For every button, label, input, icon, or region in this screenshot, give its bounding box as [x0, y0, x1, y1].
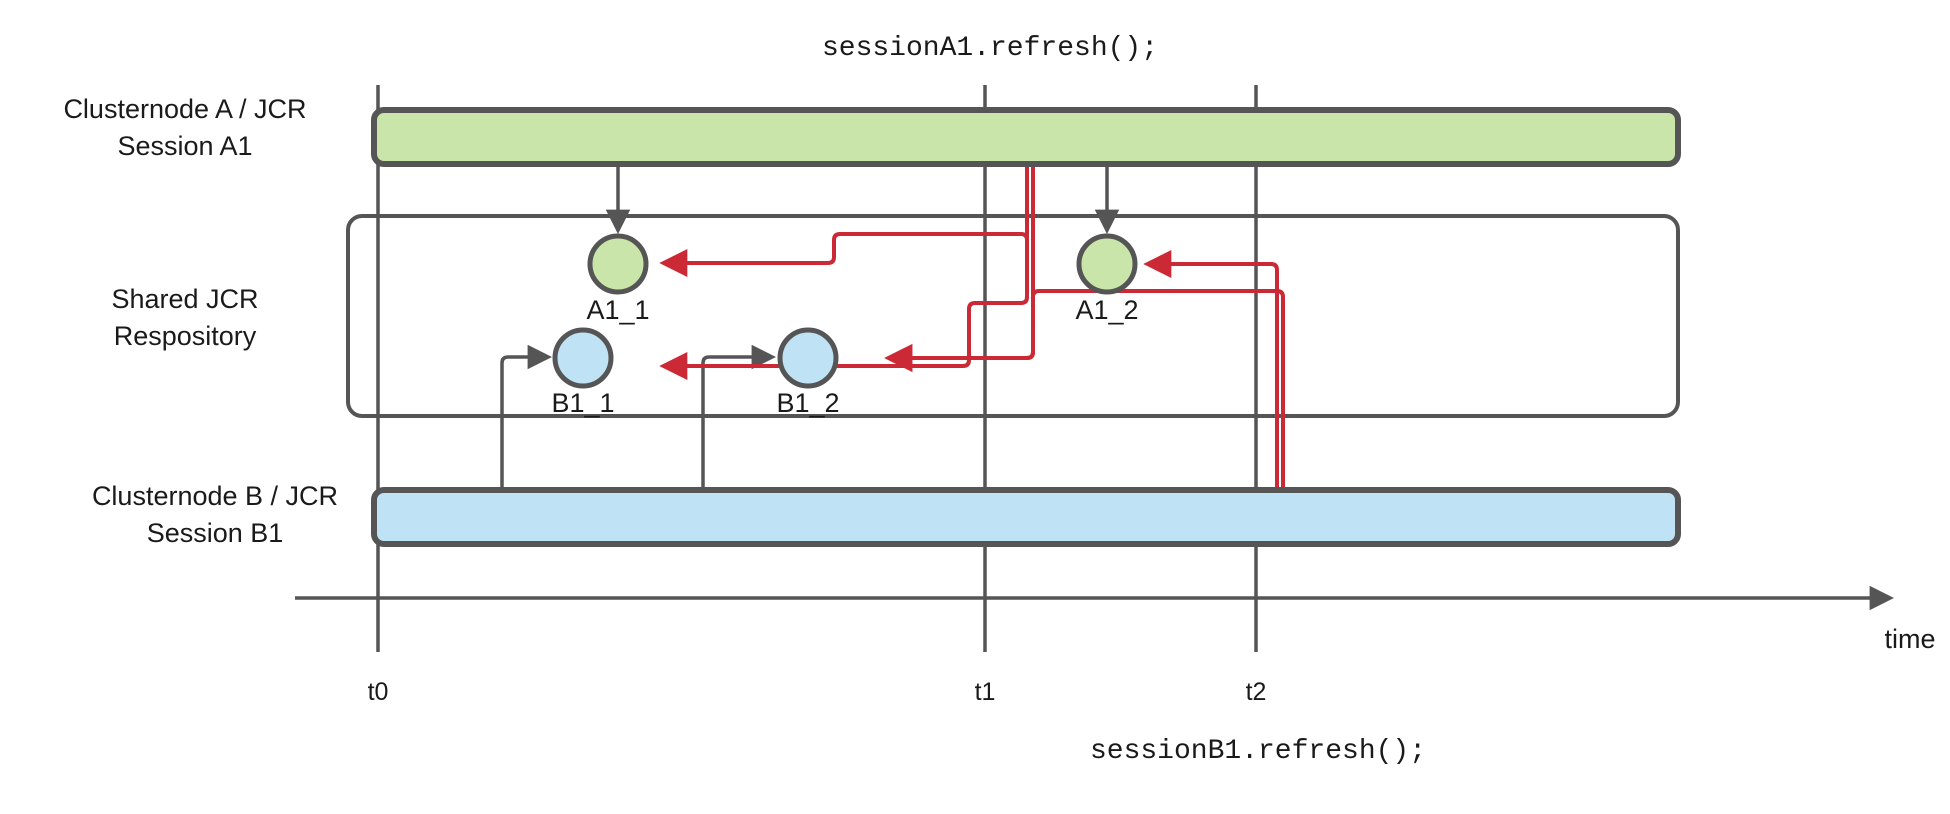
tick-label-t1: t1: [975, 678, 996, 706]
time-axis-label: time: [1884, 624, 1935, 654]
node-circle-b1-1[interactable]: [552, 327, 614, 389]
refresh-path-t2-to-b1-2: [884, 289, 1285, 487]
time-guide-lines: [376, 85, 1258, 652]
time-tick-labels: t0 t1 t2: [368, 678, 1267, 706]
node-label-a1-1: A1_1: [586, 295, 649, 325]
node-label-a1-2: A1_2: [1075, 295, 1138, 325]
lane-label-clusternode-a-line1: Clusternode A / JCR: [63, 94, 306, 124]
write-arrow-b1-2: [701, 344, 777, 487]
session-a1-refresh-label: sessionA1.refresh();: [822, 33, 1158, 64]
write-arrows-from-clusternode-b: [500, 344, 777, 487]
lane-label-shared-repository-line2: Respository: [114, 321, 257, 351]
write-arrow-b1-1: [500, 344, 553, 487]
node-circle-a1-1[interactable]: [587, 233, 649, 295]
write-arrows-from-clusternode-a: [605, 167, 1120, 235]
repository-nodes: A1_1 A1_2 B1_1 B1_2: [551, 233, 1139, 418]
refresh-path-t1-to-a1-1: [659, 167, 1029, 380]
refresh-path-t1-update-a1-1: [659, 232, 1029, 277]
time-axis: time: [295, 585, 1936, 654]
refresh-path-t2-to-a1-2: [1143, 250, 1279, 487]
lane-box-shared-repository: [346, 214, 1680, 418]
lane-label-shared-repository-line1: Shared JCR: [111, 284, 258, 314]
lane-clusternode-b: Clusternode B / JCR Session B1: [92, 481, 1681, 548]
node-circle-a1-2[interactable]: [1076, 233, 1138, 295]
lane-clusternode-a: Clusternode A / JCR Session A1: [63, 94, 1681, 167]
tick-label-t0: t0: [368, 678, 389, 706]
session-b1-refresh-label: sessionB1.refresh();: [1090, 736, 1426, 767]
node-label-b1-2: B1_2: [776, 388, 839, 418]
node-circle-b1-2[interactable]: [777, 327, 839, 389]
refresh-arrows: [659, 167, 1285, 487]
lane-bar-clusternode-b: [371, 487, 1681, 547]
node-label-b1-1: B1_1: [551, 388, 614, 418]
lane-label-clusternode-b-line1: Clusternode B / JCR: [92, 481, 338, 511]
tick-label-t2: t2: [1246, 678, 1267, 706]
refresh-path-t1-to-b1-2: [884, 167, 1035, 372]
lane-shared-repository: Shared JCR Respository: [111, 214, 1680, 418]
lane-label-clusternode-a-line2: Session A1: [117, 131, 252, 161]
lane-bar-clusternode-a: [371, 107, 1681, 167]
lane-label-clusternode-b-line2: Session B1: [147, 518, 284, 548]
